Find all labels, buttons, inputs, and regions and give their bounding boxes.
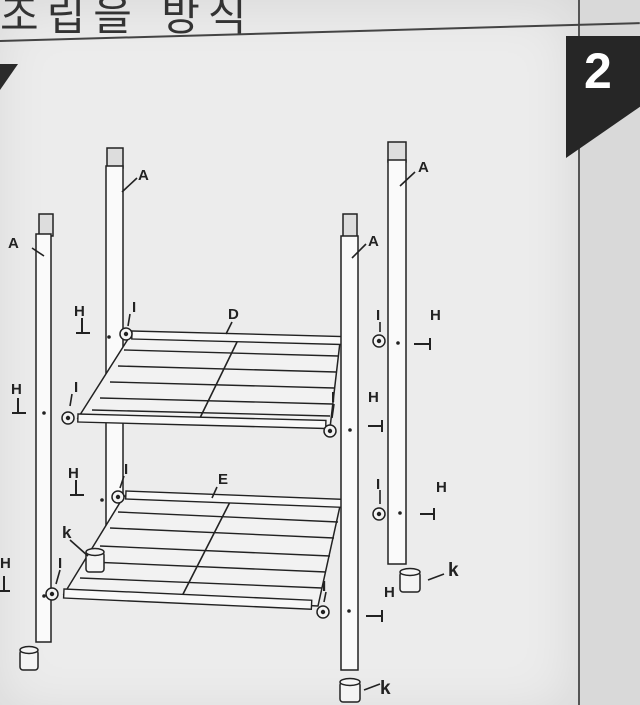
label-bolt-h: H [11, 381, 22, 398]
label-foot-k: k [380, 678, 391, 699]
label-bolt-h: H [384, 584, 395, 601]
label-foot-k: k [62, 523, 72, 542]
label-washer-i: I [124, 461, 128, 478]
label-washer-i: I [132, 299, 136, 316]
label-shelf-d: D [228, 306, 239, 323]
label-bolt-h: H [430, 307, 441, 324]
post-front-left [35, 213, 54, 643]
label-bolt-h: H [74, 303, 85, 320]
label-washer-i: I [58, 555, 62, 572]
label-shelf-e: E [218, 471, 228, 488]
label-post-a: A [368, 233, 379, 250]
callout-labels: A A A A D E H H H H H H H H I I I I I I … [0, 159, 459, 699]
post-front-right [340, 213, 359, 671]
leader-lines [31, 171, 445, 691]
shelf-upper-d [76, 330, 353, 430]
label-washer-i: I [376, 307, 380, 324]
label-washer-i: I [331, 389, 335, 406]
feet-k [19, 547, 421, 703]
label-post-a: A [418, 159, 429, 176]
post-holes [42, 335, 402, 613]
label-washer-i: I [322, 578, 326, 595]
label-post-a: A [8, 235, 19, 252]
label-bolt-h: H [368, 389, 379, 406]
label-washer-i: I [74, 379, 78, 396]
label-washer-i: I [376, 476, 380, 493]
label-bolt-h: H [68, 465, 79, 482]
label-foot-k: k [448, 560, 459, 581]
label-post-a: A [138, 167, 149, 184]
label-bolt-h: H [0, 555, 11, 572]
step-number: 2 [584, 43, 612, 99]
post-back-right [387, 141, 407, 565]
bolts-h [0, 318, 435, 622]
shelf-lower-e [62, 490, 353, 610]
label-bolt-h: H [436, 479, 447, 496]
